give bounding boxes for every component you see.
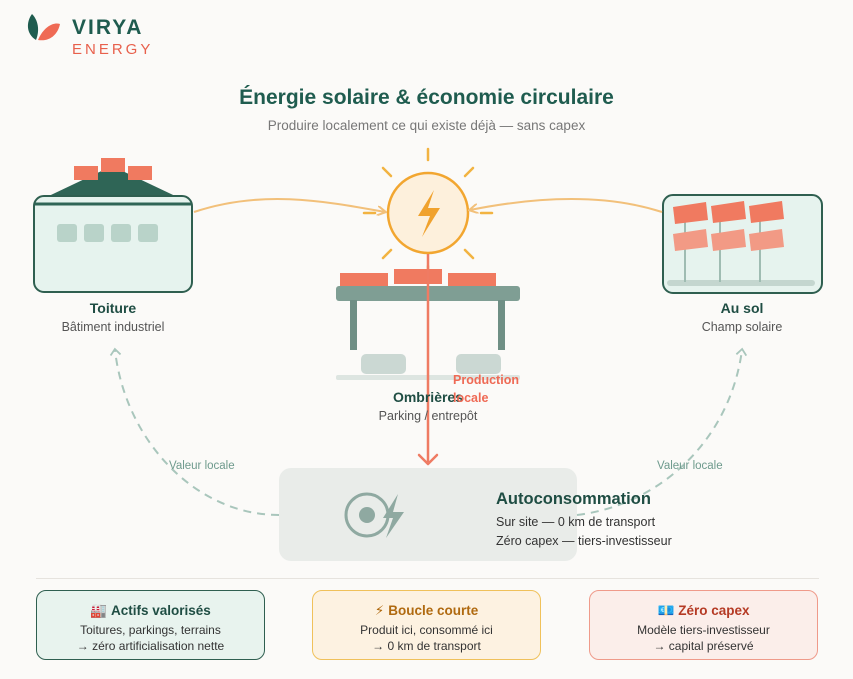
production-arrow (417, 254, 439, 466)
node-toiture: Toiture Bâtiment industriel (13, 300, 213, 334)
lightning-icon: ⚡ (374, 603, 385, 618)
card-line1: Toitures, parkings, terrains (80, 623, 221, 637)
brand-tagline: ENERGY (72, 41, 154, 58)
brand-logo: VIRYA ENERGY (26, 12, 166, 62)
leaf-logo-icon (27, 14, 60, 41)
card-line2: → 0 km de transport (372, 639, 481, 653)
node-sol-subtitle: Champ solaire (701, 320, 783, 334)
industrial-roof-icon (33, 158, 193, 293)
card-line1: Produit ici, consommé ici (360, 623, 493, 637)
flow-arrow-roof-to-sun (193, 198, 385, 212)
card-title: Actifs valorisés (111, 603, 211, 618)
brand-name: VIRYA (72, 16, 144, 39)
sun-lightning-icon (362, 147, 494, 279)
euro-banknote-icon: 💶 (657, 603, 675, 618)
factory-icon: 🏭 (90, 603, 107, 618)
value-loop-right (576, 347, 748, 516)
card-actifs-valorises: 🏭 Actifs valorisés Toitures, parkings, te… (36, 590, 265, 660)
autoconsommation-line1: Sur site — 0 km de transport (496, 515, 656, 529)
page-subtitle: Produire localement ce qui existe déjà —… (267, 118, 586, 133)
node-ombrieres-subtitle: Parking / entrepôt (378, 409, 478, 423)
card-line2: → zéro artificialisation nette (76, 639, 225, 653)
card-line2: → capital préservé (653, 639, 754, 653)
node-sol: Au sol Champ solaire (642, 300, 842, 334)
page-title: Énergie solaire & économie circulaire (239, 86, 614, 109)
card-zero-capex: 💶Zéro capex Modèle tiers-investisseur → … (589, 590, 818, 660)
flow-arrow-field-to-sun (470, 197, 663, 212)
loop-label-left: Valeur locale (169, 460, 235, 472)
node-toiture-subtitle: Bâtiment industriel (61, 320, 165, 334)
node-sol-title: Au sol (720, 300, 764, 316)
self-consumption-icon (344, 492, 404, 538)
ground-solar-field-icon (662, 194, 823, 294)
node-toiture-title: Toiture (89, 300, 137, 316)
value-loop-left (109, 347, 280, 516)
autoconsommation-line2: Zéro capex — tiers-investisseur (496, 534, 672, 548)
node-ombrieres-title: Ombrières (392, 389, 464, 405)
production-label: Production locale (453, 371, 519, 407)
card-title: Boucle courte (388, 603, 479, 618)
autoconsommation-box (279, 468, 577, 561)
divider (36, 578, 819, 579)
card-boucle-courte: ⚡Boucle courte Produit ici, consommé ici… (312, 590, 541, 660)
production-label-line2: locale (453, 391, 489, 405)
solar-diagram (33, 147, 823, 538)
card-line1: Modèle tiers-investisseur (637, 623, 770, 637)
loop-label-right: Valeur locale (657, 460, 723, 472)
autoconsommation-title: Autoconsommation (496, 490, 651, 508)
production-label-line1: Production (453, 373, 519, 387)
card-title: Zéro capex (678, 603, 750, 618)
node-ombrieres: Ombrières Parking / entrepôt (328, 389, 528, 423)
